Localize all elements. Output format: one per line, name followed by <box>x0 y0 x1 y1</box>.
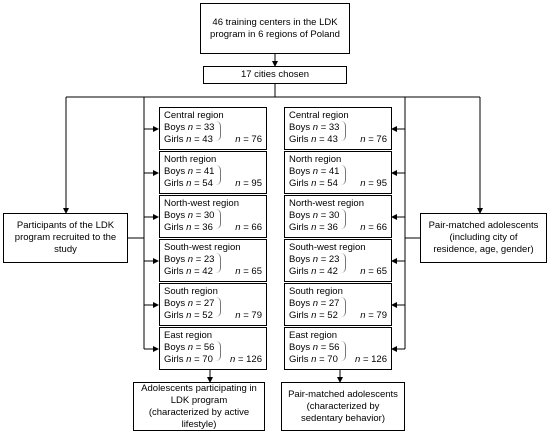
girls-count: Girls n = 54 <box>164 178 213 189</box>
boys-count: Boys n = 23 <box>164 254 215 265</box>
right-matched-text: Pair-matched adolescents (including city… <box>428 220 539 255</box>
boys-count: Boys n = 27 <box>164 298 215 309</box>
region-name: North region <box>164 154 217 165</box>
left-participants-text: Participants of the LDK program recruite… <box>14 220 117 255</box>
region-total: n = 126 <box>355 354 387 365</box>
brace <box>216 209 221 229</box>
boys-count: Boys n = 41 <box>289 166 340 177</box>
boys-count: Boys n = 33 <box>164 122 215 133</box>
region-name: South region <box>164 286 218 297</box>
region-total: n = 66 <box>235 222 262 233</box>
girls-count: Girls n = 42 <box>164 266 213 277</box>
girls-count: Girls n = 52 <box>289 310 338 321</box>
girls-count: Girls n = 70 <box>164 354 213 365</box>
region-name: Central region <box>164 110 224 121</box>
boys-count: Boys n = 56 <box>164 342 215 353</box>
brace <box>216 165 221 185</box>
brace <box>341 297 346 317</box>
bottom-right-box: Pair-matched adolescents (characterized … <box>281 382 405 431</box>
region-total: n = 65 <box>360 266 387 277</box>
brace <box>341 209 346 229</box>
brace <box>341 253 346 273</box>
boys-count: Boys n = 41 <box>164 166 215 177</box>
region-total: n = 65 <box>235 266 262 277</box>
boys-count: Boys n = 33 <box>289 122 340 133</box>
brace <box>216 297 221 317</box>
region-name: North-west region <box>289 198 364 209</box>
brace <box>216 253 221 273</box>
brace <box>341 165 346 185</box>
girls-count: Girls n = 43 <box>164 134 213 145</box>
region-total: n = 79 <box>360 310 387 321</box>
region-total: n = 66 <box>360 222 387 233</box>
top-box-text: 46 training centers in the LDK program i… <box>210 16 340 40</box>
left-participants-box: Participants of the LDK program recruite… <box>3 213 128 263</box>
girls-count: Girls n = 43 <box>289 134 338 145</box>
girls-count: Girls n = 70 <box>289 354 338 365</box>
region-name: North region <box>289 154 342 165</box>
girls-count: Girls n = 36 <box>289 222 338 233</box>
right-matched-box: Pair-matched adolescents (including city… <box>420 213 547 263</box>
boys-count: Boys n = 23 <box>289 254 340 265</box>
region-total: n = 79 <box>235 310 262 321</box>
boys-count: Boys n = 30 <box>289 210 340 221</box>
girls-count: Girls n = 54 <box>289 178 338 189</box>
region-name: South-west region <box>289 242 366 253</box>
girls-count: Girls n = 42 <box>289 266 338 277</box>
region-total: n = 76 <box>360 134 387 145</box>
girls-count: Girls n = 36 <box>164 222 213 233</box>
boys-count: Boys n = 56 <box>289 342 340 353</box>
top-box: 46 training centers in the LDK program i… <box>200 3 350 54</box>
region-name: Central region <box>289 110 349 121</box>
girls-count: Girls n = 52 <box>164 310 213 321</box>
brace <box>216 341 221 361</box>
region-name: East region <box>164 330 213 341</box>
bottom-left-text: Adolescents participating in LDK program… <box>141 382 257 430</box>
cities-box: 17 cities chosen <box>203 66 347 84</box>
region-total: n = 95 <box>235 178 262 189</box>
brace <box>216 121 221 141</box>
region-total: n = 76 <box>235 134 262 145</box>
bottom-right-text: Pair-matched adolescents (characterized … <box>288 388 398 424</box>
region-name: East region <box>289 330 338 341</box>
region-name: South region <box>289 286 343 297</box>
region-name: South-west region <box>164 242 241 253</box>
region-total: n = 95 <box>360 178 387 189</box>
region-total: n = 126 <box>230 354 262 365</box>
brace <box>341 121 346 141</box>
boys-count: Boys n = 27 <box>289 298 340 309</box>
bottom-left-box: Adolescents participating in LDK program… <box>133 382 265 431</box>
region-name: North-west region <box>164 198 239 209</box>
cities-box-text: 17 cities chosen <box>240 69 310 80</box>
boys-count: Boys n = 30 <box>164 210 215 221</box>
brace <box>341 341 346 361</box>
